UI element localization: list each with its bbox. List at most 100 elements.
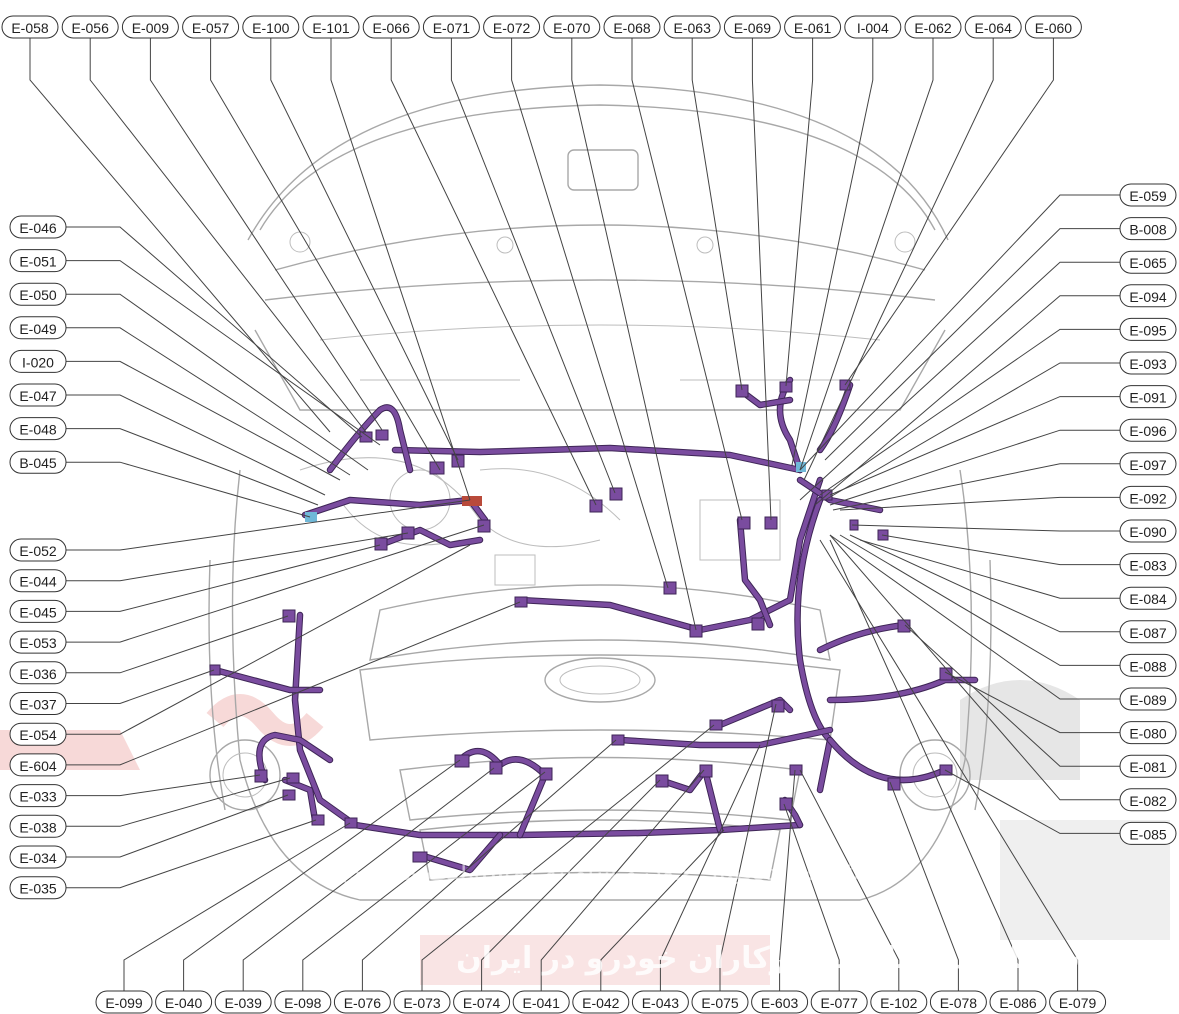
connector-label-e-037: E-037: [9, 692, 67, 715]
label-text: E-083: [1129, 558, 1167, 574]
leader-line: [66, 669, 215, 704]
leader-line: [66, 394, 326, 496]
connector-label-e-075: E-075: [691, 990, 749, 1014]
leader-line: [751, 38, 772, 521]
label-text: E-064: [975, 20, 1013, 36]
label-text: E-096: [1129, 423, 1167, 439]
leader-line: [849, 534, 1120, 633]
label-text: E-066: [373, 20, 411, 36]
label-text: E-061: [794, 20, 832, 36]
label-text: E-060: [1035, 20, 1073, 36]
label-pill: [393, 990, 451, 1014]
leader-line: [944, 769, 1120, 834]
connector-label-e-042: E-042: [572, 990, 630, 1014]
label-pill: [302, 15, 360, 39]
label-text: E-098: [284, 995, 322, 1011]
label-pill: [1, 15, 59, 39]
label-text: E-081: [1129, 759, 1167, 775]
leader-line: [824, 228, 1120, 461]
label-text: E-068: [613, 20, 651, 36]
label-pill: [9, 692, 67, 715]
label-pill: [9, 538, 67, 562]
connector-label-e-097: E-097: [1119, 452, 1177, 476]
label-text: E-046: [19, 220, 57, 236]
label-text: E-074: [463, 995, 501, 1011]
leader-line: [829, 429, 1120, 506]
label-text: E-038: [19, 819, 57, 835]
label-text: E-094: [1129, 289, 1167, 305]
connector-label-e-009: E-009: [121, 15, 179, 39]
connector-label-e-058: E-058: [1, 15, 59, 39]
label-text: E-033: [19, 789, 57, 805]
label-text: E-036: [19, 666, 57, 682]
label-text: E-079: [1059, 995, 1097, 1011]
label-text: E-073: [403, 995, 441, 1011]
leader-line: [66, 774, 261, 797]
label-pill: [61, 15, 119, 39]
leader-line: [851, 524, 1120, 532]
label-text: E-049: [19, 321, 57, 337]
connector-label-e-033: E-033: [9, 784, 67, 808]
label-text: E-099: [105, 995, 143, 1011]
leader-line: [511, 38, 669, 589]
label-text: E-069: [734, 20, 772, 36]
label-text: E-076: [344, 995, 382, 1011]
leader-line: [66, 293, 369, 471]
label-text: E-051: [19, 254, 57, 270]
connector-label-e-071: E-071: [422, 15, 480, 39]
connector-label-e-094: E-094: [1119, 284, 1177, 308]
connector-label-e-041: E-041: [512, 990, 570, 1014]
leader-line: [791, 38, 874, 466]
label-pill: [929, 990, 987, 1014]
label-text: E-040: [165, 995, 203, 1011]
label-text: B-008: [1129, 222, 1167, 238]
label-text: E-063: [674, 20, 712, 36]
label-pill: [1119, 418, 1177, 442]
leader-line: [944, 671, 1120, 734]
label-pill: [1119, 317, 1177, 341]
connector-label-e-078: E-078: [929, 990, 987, 1014]
leader-line: [571, 38, 697, 631]
connector-labels-bottom: E-099 E-040 E-039 E-098 E-076 E-073 E-074 E-041…: [95, 990, 1107, 1014]
leader-line: [540, 769, 705, 991]
connector-label-e-040: E-040: [155, 990, 213, 1014]
connector-label-e-102: E-102: [870, 990, 928, 1014]
leader-line: [66, 360, 341, 481]
label-pill: [1119, 385, 1177, 409]
leader-line: [242, 767, 495, 991]
connector-label-e-084: E-084: [1119, 586, 1177, 610]
leader-line: [481, 779, 661, 991]
connector-labels-right: E-059B-008E-065E-094E-095E-093E-091E-096…: [1119, 183, 1177, 845]
label-text: E-035: [19, 881, 57, 897]
leader-line: [66, 327, 351, 476]
connector-label-e-056: E-056: [61, 15, 119, 39]
connector-label-e-062: E-062: [904, 15, 962, 39]
leader-line: [210, 38, 441, 471]
connector-label-e-059: E-059: [1119, 183, 1177, 207]
label-text: E-043: [642, 995, 680, 1011]
leader-line: [839, 534, 1120, 666]
connector-label-e-063: E-063: [663, 15, 721, 39]
label-pill: [603, 15, 661, 39]
leader-line: [659, 744, 761, 991]
label-pill: [870, 990, 928, 1014]
label-pill: [964, 15, 1022, 39]
label-text: E-090: [1129, 524, 1167, 540]
leader-line: [66, 544, 381, 612]
leader-line: [691, 38, 743, 391]
connector-label-e-054: E-054: [9, 722, 67, 746]
label-text: E-065: [1129, 255, 1167, 271]
label-text: E-604: [19, 758, 57, 774]
connector-label-e-045: E-045: [9, 599, 67, 623]
label-pill: [844, 15, 902, 39]
label-pill: [1119, 183, 1177, 207]
label-pill: [9, 876, 67, 900]
label-text: E-102: [880, 995, 918, 1011]
label-text: E-039: [225, 995, 263, 1011]
label-pill: [182, 15, 240, 39]
label-pill: [121, 15, 179, 39]
leader-line: [824, 362, 1120, 501]
label-text: E-077: [821, 995, 859, 1011]
leader-line: [839, 496, 1120, 511]
